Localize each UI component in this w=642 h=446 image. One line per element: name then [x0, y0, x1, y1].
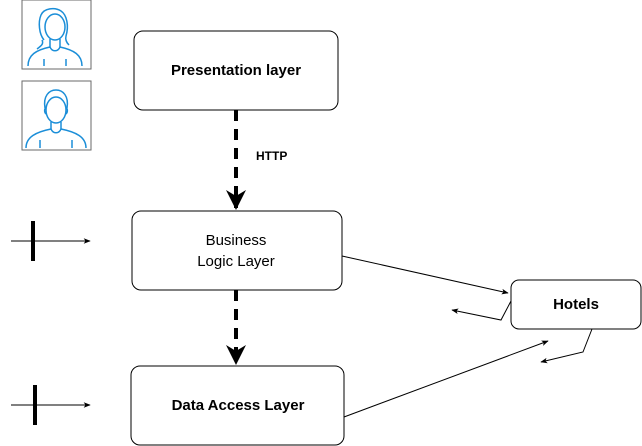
- presentation-layer-label: Presentation layer: [171, 62, 301, 79]
- presentation-layer-node: Presentation layer: [133, 30, 339, 111]
- female-user-icon: [21, 0, 92, 70]
- business-logic-layer-node: Business Logic Layer: [131, 210, 343, 291]
- data-access-layer-node: Data Access Layer: [130, 365, 345, 446]
- http-label: HTTP: [256, 149, 287, 163]
- male-user-icon: [21, 80, 92, 151]
- data-access-to-hotels-arrow: [343, 340, 549, 418]
- hotels-to-business-return-arrow: [451, 300, 512, 321]
- hotels-to-data-access-return-arrow: [540, 328, 593, 364]
- business-logic-label-line1: Business: [206, 232, 267, 249]
- data-access-layer-label: Data Access Layer: [172, 397, 305, 414]
- hotels-label: Hotels: [553, 296, 599, 313]
- data-access-entry-arrow: [11, 385, 91, 425]
- business-to-hotels-arrow: [341, 255, 509, 295]
- business-logic-label-line2: Logic Layer: [197, 253, 275, 270]
- business-entry-arrow: [11, 221, 91, 261]
- hotels-node: Hotels: [510, 279, 642, 330]
